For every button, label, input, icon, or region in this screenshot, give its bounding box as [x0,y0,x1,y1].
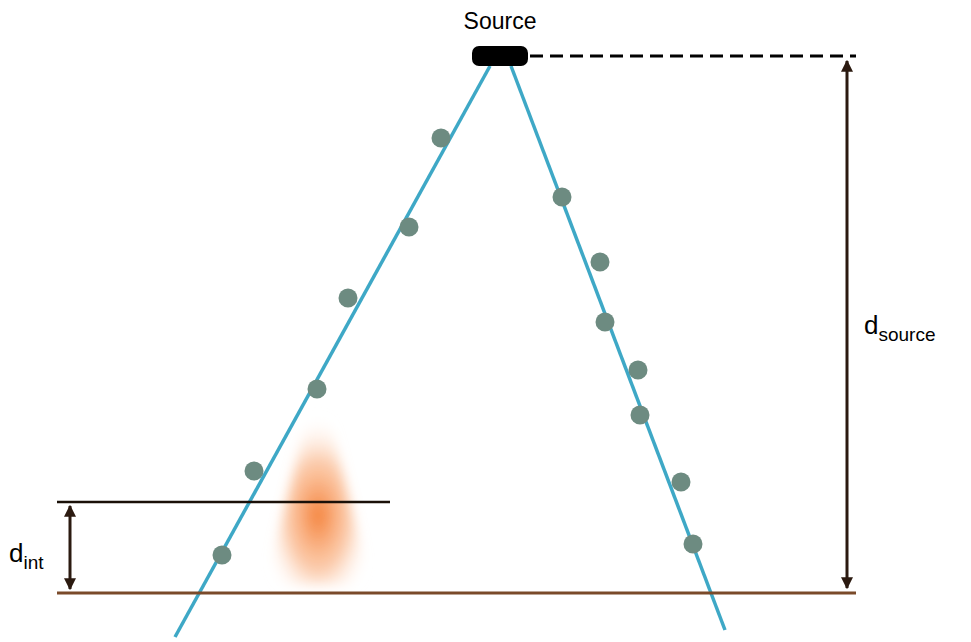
particle-track [511,66,725,630]
dimension-label: dsource [864,310,936,346]
reference-line [530,55,856,58]
particle-track [175,66,490,637]
hit-dots [213,129,703,565]
dimension-arrow [69,506,72,589]
dimension-label: dint [9,538,44,574]
dimension-subscript: source [878,324,935,345]
ground-line [57,592,856,595]
source-label: Source [464,6,537,36]
dimension-symbol: d [9,538,23,568]
interaction-glow [266,402,370,585]
dimension-subscript: int [23,552,43,573]
interaction-level [57,501,390,504]
dimension-arrow [846,61,849,588]
source-node: Source [464,6,537,66]
dimension-symbol: d [864,310,878,340]
source-block [472,46,528,66]
